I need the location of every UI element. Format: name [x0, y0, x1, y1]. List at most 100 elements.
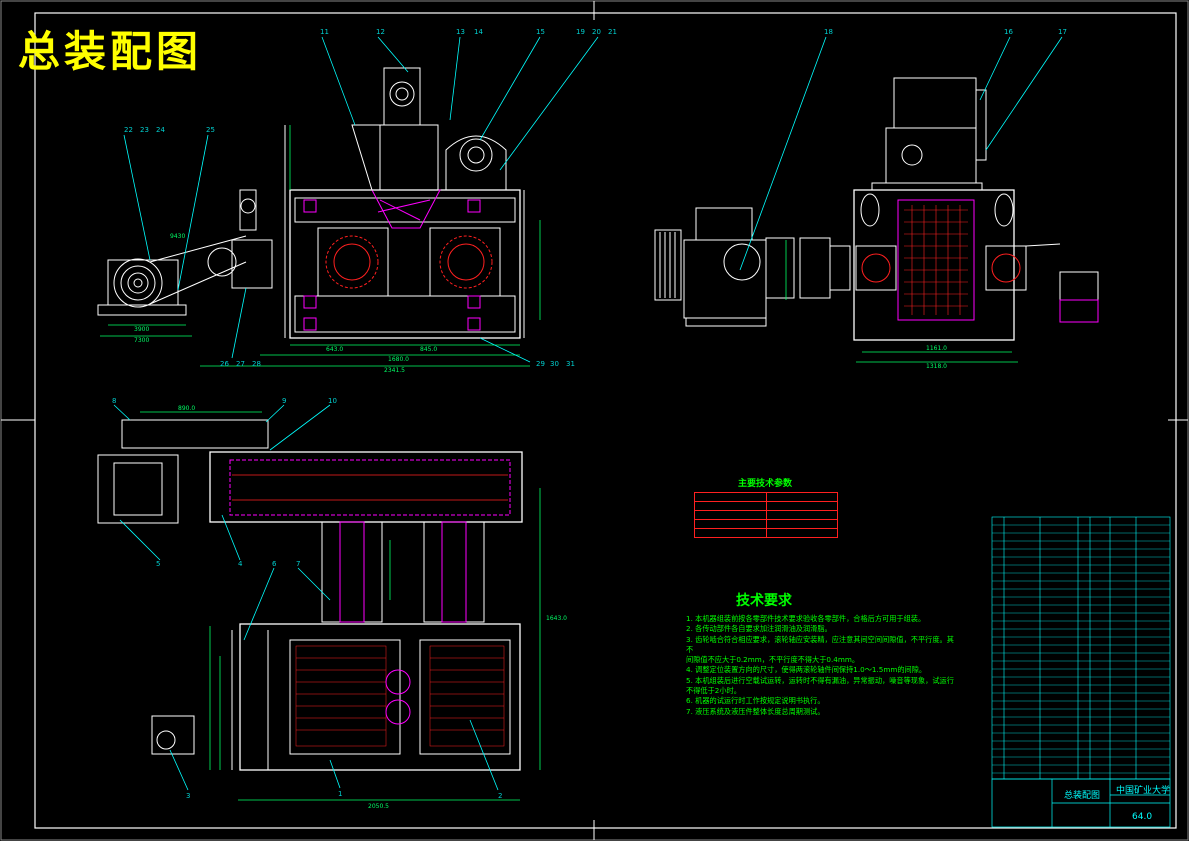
tech-item: 6. 机器的试运行时工作按规定说明书执行。: [686, 696, 825, 706]
main-motor-fins: [654, 229, 682, 301]
params-cell: [765, 501, 838, 511]
label-26: 26: [220, 360, 229, 368]
label-16: 16: [1004, 28, 1013, 36]
dimension-texts: 3900 7300 9430 643.0 845.0 1680.0 2341.5…: [134, 233, 947, 810]
title-block-drawing-name: 总装配图: [1064, 791, 1101, 801]
label-8: 8: [112, 397, 116, 405]
label-22: 22: [124, 126, 133, 134]
dim-9430: 9430: [170, 233, 185, 240]
hydraulic-unit: [1059, 271, 1099, 323]
label-6: 6: [272, 560, 277, 568]
params-cell: [694, 492, 767, 502]
dim-11610: 1161.0: [926, 345, 947, 352]
tech-item: 4. 调整定位装置方向的尺寸，使得两滚轮轴件间保持1.0～1.5mm的间隙。: [686, 665, 927, 675]
label-7: 7: [296, 560, 300, 568]
part-labels: 11 12 13 14 15 19 20 21 18 16 17 22 23 2…: [112, 28, 1067, 800]
motor-base: [97, 304, 187, 316]
label-25: 25: [206, 126, 215, 134]
dim-23415: 2341.5: [384, 367, 405, 374]
params-row: [694, 528, 838, 538]
label-10: 10: [328, 397, 337, 405]
label-2: 2: [498, 792, 502, 800]
label-20: 20: [592, 28, 601, 36]
upper-gearbox: [379, 124, 439, 191]
label-11: 11: [320, 28, 329, 36]
drawing-title: 总装配图: [18, 27, 203, 76]
params-cell: [765, 510, 838, 520]
right-roller: [439, 235, 493, 289]
left-bearing-block: [317, 227, 389, 297]
label-15: 15: [536, 28, 545, 36]
label-3: 3: [186, 792, 190, 800]
params-cell: [694, 510, 767, 520]
label-27: 27: [236, 360, 245, 368]
side-view: [654, 77, 1099, 363]
right-reducer: [445, 135, 507, 191]
hydraulic-cylinder: [239, 189, 257, 231]
sheet-number: 64.0: [1132, 812, 1153, 822]
dim-16800: 1680.0: [388, 356, 409, 363]
university-name: 中国矿业大学: [1116, 786, 1171, 796]
tech-item: 间隙值不应大于0.2mm，不平行度不得大于0.4mm。: [686, 655, 860, 665]
tech-item: 1. 本机器组装前按各零部件技术要求验收各零部件，合格后方可用于组装。: [686, 614, 926, 623]
params-cell: [765, 492, 838, 502]
top-motor: [893, 77, 977, 129]
label-19: 19: [576, 28, 585, 36]
roller-pockets: [295, 645, 505, 747]
params-cell: [694, 501, 767, 511]
label-14: 14: [474, 28, 483, 36]
label-30: 30: [550, 360, 559, 368]
front-dims: [100, 125, 541, 367]
tech-item: 3. 齿轮啮合符合相应要求，滚轮轴应安装精，应注意其间空间间隙值，不平行度。其不: [686, 634, 954, 654]
left-roller: [325, 235, 379, 289]
top-view: [97, 411, 541, 801]
label-1: 1: [338, 790, 342, 798]
params-cell: [694, 528, 767, 538]
dim-8900: 890.0: [178, 405, 195, 412]
tech-item: 不得低于2小时。: [686, 686, 741, 696]
params-row: [694, 501, 838, 511]
feeder-motor: [383, 67, 421, 126]
label-18: 18: [824, 28, 833, 36]
params-row: [694, 519, 838, 529]
dim-3900: 3900: [134, 326, 149, 333]
coupling: [765, 237, 795, 299]
dim-16430: 1643.0: [546, 615, 567, 622]
press-plan: [239, 623, 521, 771]
dim-20505: 2050.5: [368, 803, 389, 810]
label-23: 23: [140, 126, 149, 134]
label-31: 31: [566, 360, 575, 368]
params-title: 主要技术参数: [738, 479, 793, 489]
label-21: 21: [608, 28, 617, 36]
parts-list-rows: [992, 524, 1170, 774]
belt-guard: [121, 419, 269, 449]
dim-13180: 1318.0: [926, 363, 947, 370]
params-row: [694, 492, 838, 502]
label-12: 12: [376, 28, 385, 36]
roller-block: [897, 199, 975, 321]
pump-unit: [151, 715, 195, 755]
title-block: [991, 778, 1171, 828]
label-28: 28: [252, 360, 261, 368]
tech-item: 5. 本机组装后进行空载试运转，运转时不得有漏油，异常振动，噪音等现象，试运行: [686, 675, 954, 685]
right-shaft: [423, 521, 485, 623]
dim-8450: 845.0: [420, 346, 437, 353]
label-13: 13: [456, 28, 465, 36]
params-cell: [765, 519, 838, 529]
motor-fan: [113, 258, 163, 308]
params-table: [694, 492, 838, 538]
tech-item: 7. 液压系统及液压件整体长度总周期测试。: [686, 706, 825, 716]
label-24: 24: [156, 126, 165, 134]
params-cell: [765, 528, 838, 538]
left-shaft: [321, 521, 383, 623]
leader-lines: [113, 36, 1063, 791]
press-frame: [853, 189, 1015, 341]
params-cell: [694, 519, 767, 529]
label-29: 29: [536, 360, 545, 368]
main-motor: [683, 239, 767, 319]
params-row: [694, 510, 838, 520]
label-4: 4: [238, 560, 243, 568]
dim-6430: 643.0: [326, 346, 343, 353]
